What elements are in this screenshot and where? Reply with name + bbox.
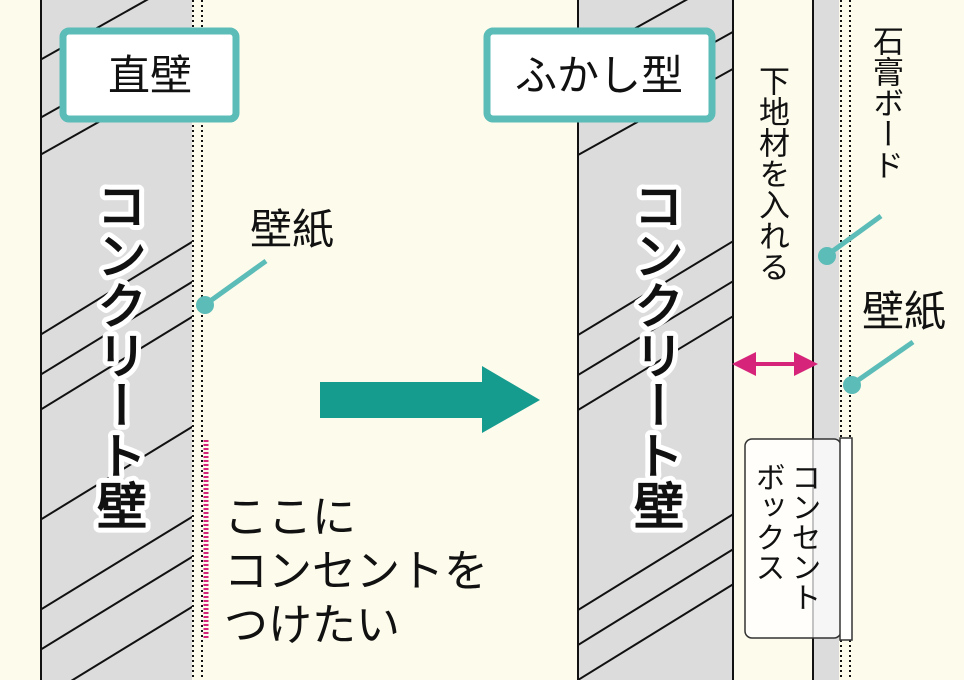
note-line-3: つけたい [224, 600, 400, 651]
right-wallpaper-dot [843, 376, 861, 394]
note-line-1: ここに [224, 492, 356, 543]
left-wallpaper-leader [204, 258, 268, 307]
left-wallpaper-label: 壁紙 [250, 205, 334, 254]
outlet-box [744, 437, 853, 641]
left-wall-label: コンクリート壁 [89, 180, 147, 530]
right-title-box [483, 27, 716, 123]
left-title-box [59, 27, 240, 123]
furring-label: 下地材を入れる [753, 65, 790, 282]
gypsum-dot [818, 247, 836, 265]
right-wallpaper-leader [852, 339, 915, 386]
gypsum-leader [828, 213, 883, 256]
left-wallpaper-dot [196, 296, 214, 314]
outlet-box-label-line2: ボックス [750, 462, 785, 582]
right-title: ふかし型 [515, 51, 683, 100]
gypsum-label: 石膏ボード [867, 25, 904, 180]
right-wall-label: コンクリート壁 [626, 180, 684, 530]
transition-arrow-icon [320, 366, 540, 433]
left-title: 直壁 [108, 51, 192, 100]
right-wallpaper-label: 壁紙 [862, 287, 946, 336]
outlet-box-label-line1: コンセント [786, 462, 821, 612]
note-line-2: コンセントを [224, 546, 488, 597]
left-note: ここに コンセントを つけたい [224, 492, 488, 651]
